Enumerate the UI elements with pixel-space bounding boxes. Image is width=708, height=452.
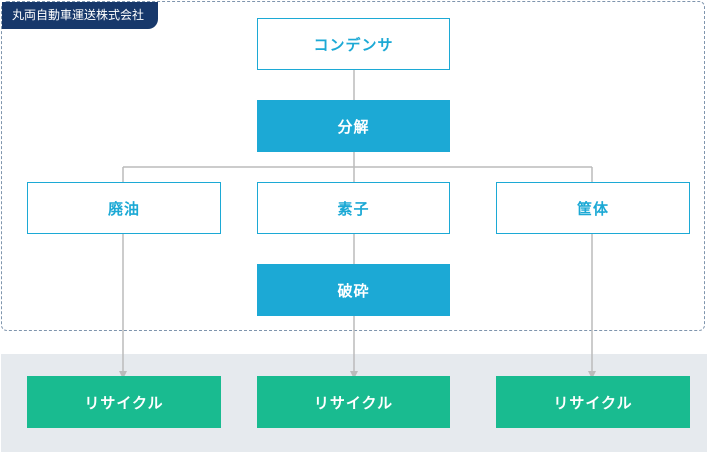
- node-casing: 筐体: [496, 182, 690, 234]
- node-waste-oil: 廃油: [27, 182, 221, 234]
- node-crushing: 破砕: [257, 264, 450, 316]
- company-boundary: 丸両自動車運送株式会社: [1, 1, 705, 331]
- node-condenser: コンデンサ: [257, 18, 450, 70]
- node-disassembly: 分解: [257, 100, 450, 152]
- node-recycle-right: リサイクル: [496, 376, 690, 428]
- company-name-tag: 丸両自動車運送株式会社: [2, 2, 159, 29]
- node-recycle-left: リサイクル: [27, 376, 221, 428]
- node-element: 素子: [257, 182, 450, 234]
- node-recycle-center: リサイクル: [257, 376, 450, 428]
